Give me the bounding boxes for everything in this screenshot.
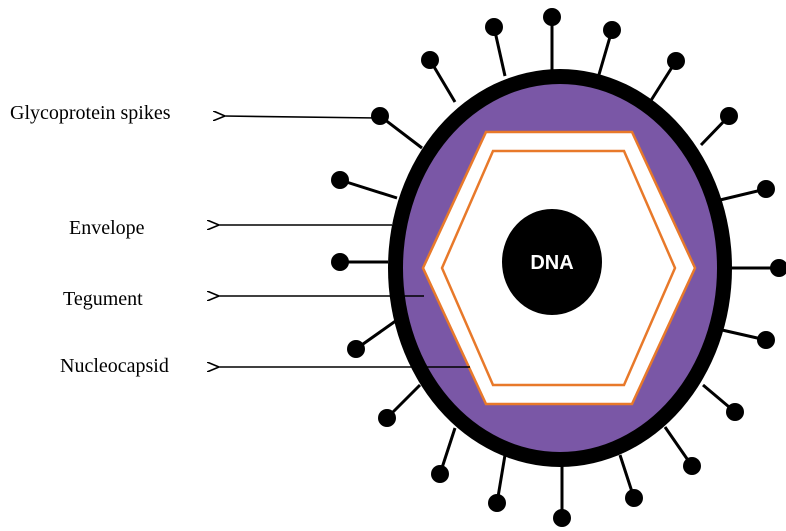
spike bbox=[731, 259, 786, 277]
spike bbox=[331, 253, 388, 271]
spike bbox=[347, 320, 397, 358]
spike bbox=[331, 171, 397, 198]
spike bbox=[665, 427, 701, 475]
dna-label: DNA bbox=[530, 252, 573, 274]
label-envelope: Envelope bbox=[69, 217, 145, 239]
spike bbox=[431, 428, 455, 483]
spike bbox=[650, 52, 685, 102]
spike bbox=[703, 385, 744, 421]
spike bbox=[543, 8, 561, 70]
spike bbox=[598, 21, 621, 78]
spike bbox=[421, 51, 455, 102]
arrow-glycoprotein-spikes bbox=[224, 116, 378, 118]
spike bbox=[620, 455, 643, 507]
spike bbox=[720, 180, 775, 200]
spike bbox=[701, 107, 738, 145]
label-tegument: Tegument bbox=[63, 288, 143, 310]
spike bbox=[485, 18, 505, 76]
spike bbox=[488, 455, 506, 512]
spike bbox=[371, 107, 422, 148]
label-nucleocapsid: Nucleocapsid bbox=[60, 355, 169, 377]
spike bbox=[553, 462, 571, 527]
spike bbox=[722, 330, 775, 349]
label-glycoprotein-spikes: Glycoprotein spikes bbox=[10, 102, 171, 124]
spike bbox=[378, 385, 420, 427]
